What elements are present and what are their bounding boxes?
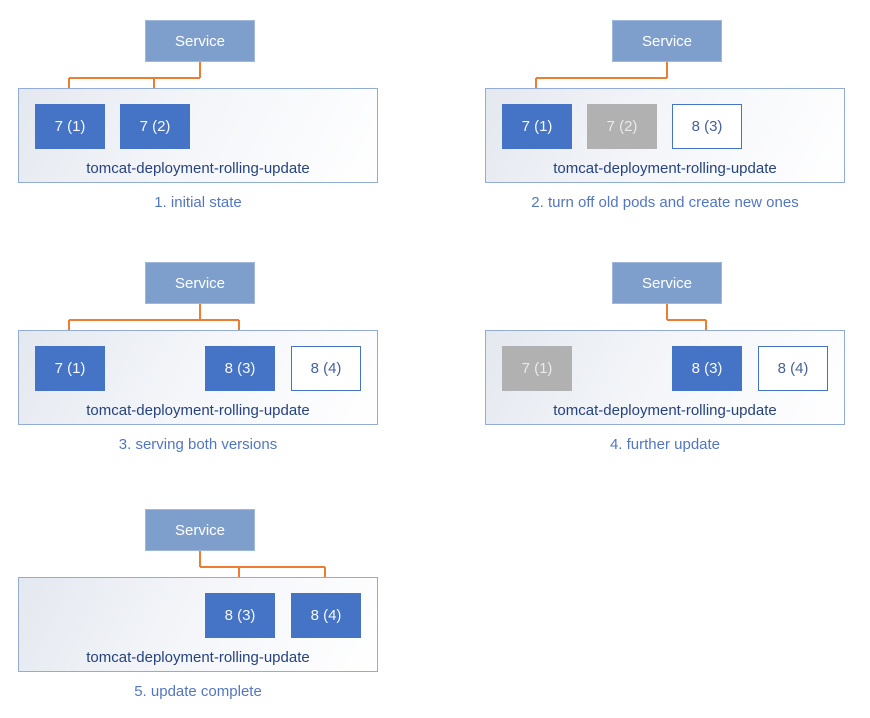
pod-active: 8 (3) [672, 346, 742, 391]
deployment-box: 7 (1) 8 (3) 8 (4) tomcat-deployment-rollin… [18, 330, 378, 425]
panel-caption: 2. turn off old pods and create new ones [531, 194, 799, 211]
pod-active: 7 (1) [35, 104, 105, 149]
panel-further-update: Service 7 (1) 8 (3) 8 (4) tomcat-deploymen… [467, 242, 870, 472]
pod-new: 8 (3) [672, 104, 742, 149]
deployment-label: tomcat-deployment-rolling-update [553, 402, 777, 419]
panel-serving-both-versions: Service 7 (1) 8 (3) 8 (4) tomcat-deploymen… [0, 242, 435, 472]
pod-active: 7 (2) [120, 104, 190, 149]
pod-active: 7 (1) [502, 104, 572, 149]
panel-initial-state: Service 7 (1) 7 (2) tomcat-deployment-rol… [0, 0, 435, 230]
panel-caption: 3. serving both versions [118, 436, 278, 453]
pod-active: 7 (1) [35, 346, 105, 391]
service-box: Service [612, 20, 722, 62]
deployment-box: 8 (3) 8 (4) tomcat-deployment-rolling-upd… [18, 577, 378, 672]
panel-caption: 4. further update [609, 436, 721, 453]
service-box: Service [612, 262, 722, 304]
panel-caption: 1. initial state [154, 194, 242, 211]
deployment-box: 7 (1) 7 (2) tomcat-deployment-rolling-upd… [18, 88, 378, 183]
pod-new: 8 (4) [291, 346, 361, 391]
service-box: Service [145, 262, 255, 304]
panel-turn-off-old-pods: Service 7 (1) 7 (2) 8 (3) tomcat-deploymen… [467, 0, 870, 230]
deployment-label: tomcat-deployment-rolling-update [86, 160, 310, 177]
pod-active: 8 (3) [205, 593, 275, 638]
deployment-box: 7 (1) 7 (2) 8 (3) tomcat-deployment-rollin… [485, 88, 845, 183]
pod-old: 7 (2) [587, 104, 657, 149]
pod-old: 7 (1) [502, 346, 572, 391]
pod-active: 8 (3) [205, 346, 275, 391]
service-box: Service [145, 509, 255, 551]
deployment-label: tomcat-deployment-rolling-update [86, 402, 310, 419]
pod-new: 8 (4) [758, 346, 828, 391]
panel-update-complete: Service 8 (3) 8 (4) tomcat-deployment-rol… [0, 489, 435, 718]
deployment-box: 7 (1) 8 (3) 8 (4) tomcat-deployment-rollin… [485, 330, 845, 425]
pod-active: 8 (4) [291, 593, 361, 638]
service-box: Service [145, 20, 255, 62]
deployment-label: tomcat-deployment-rolling-update [86, 649, 310, 666]
panel-caption: 5. update complete [134, 683, 262, 700]
deployment-label: tomcat-deployment-rolling-update [553, 160, 777, 177]
